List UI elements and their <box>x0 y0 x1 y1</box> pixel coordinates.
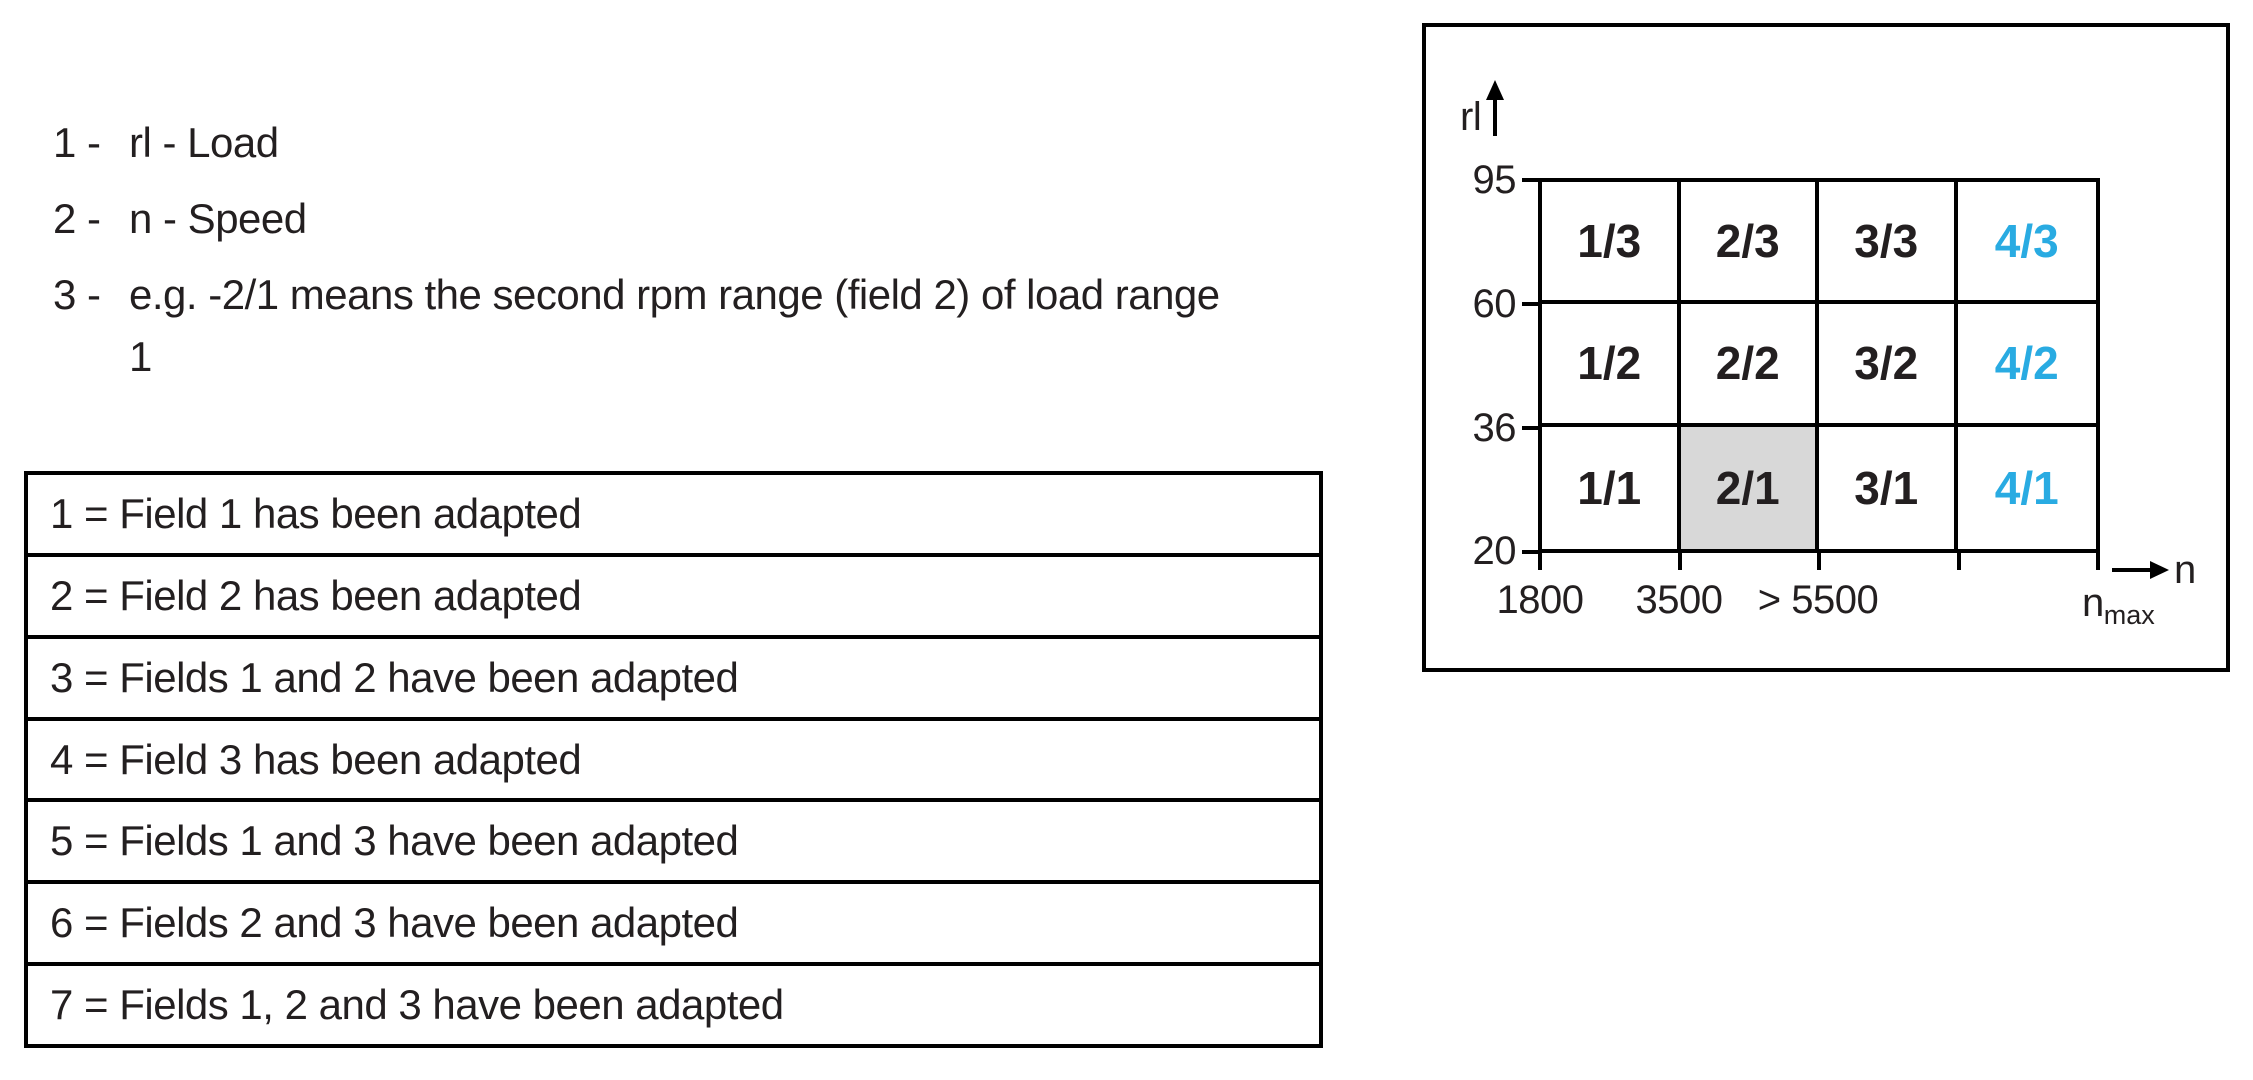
x-axis-max-label-n: n <box>2082 581 2104 625</box>
y-tick-mark <box>1522 550 1538 554</box>
table-row-text: 5 = Fields 1 and 3 have been adapted <box>50 817 739 865</box>
field-cell-1-3: 1/3 <box>1542 182 1681 305</box>
legend-item-number: 2 - <box>53 195 101 242</box>
x-axis-max-label: nmax <box>2082 581 2155 630</box>
legend-item-2: 2 - n - Speed <box>53 188 1343 250</box>
field-cell-3-3: 3/3 <box>1819 182 1958 305</box>
x-axis-max-label-sub: max <box>2103 600 2155 630</box>
y-tick-mark <box>1522 178 1538 182</box>
legend-item-1: 1 - rl - Load <box>53 112 1343 174</box>
x-tick-label: 1800 <box>1496 578 1584 622</box>
y-tick-label: 20 <box>1472 529 1517 573</box>
legend-item-text: n - Speed <box>129 195 307 242</box>
legend-item-3: 3 - e.g. -2/1 means the second rpm range… <box>53 264 1343 388</box>
right-arrow-icon <box>2150 561 2169 579</box>
field-cell-1-2: 1/2 <box>1542 304 1681 427</box>
table-row: 5 = Fields 1 and 3 have been adapted <box>28 802 1319 885</box>
table-row: 7 = Fields 1, 2 and 3 have been adapted <box>28 966 1319 1044</box>
x-tick-mark <box>1817 553 1821 570</box>
up-arrow-shaft <box>1493 98 1497 136</box>
table-row-text: 1 = Field 1 has been adapted <box>50 489 582 537</box>
y-tick-label: 36 <box>1472 406 1517 450</box>
x-tick-label: > 5500 <box>1757 578 1879 622</box>
legend-list: 1 - rl - Load 2 - n - Speed 3 - e.g. -2/… <box>53 112 1343 402</box>
table-row-text: 3 = Fields 1 and 2 have been adapted <box>50 653 739 701</box>
x-tick-mark <box>1678 553 1682 570</box>
legend-item-3-line-2: 1 <box>129 333 152 380</box>
adaptation-codes-table: 1 = Field 1 has been adapted 2 = Field 2… <box>24 471 1323 1048</box>
x-axis-label: n <box>2174 548 2196 592</box>
table-row: 2 = Field 2 has been adapted <box>28 557 1319 639</box>
right-arrow-shaft <box>2112 568 2150 572</box>
legend-item-text: rl - Load <box>129 119 279 166</box>
field-cell-2-2: 2/2 <box>1680 304 1819 427</box>
field-cell-2-1-highlighted: 2/1 <box>1680 426 1819 549</box>
y-tick-mark <box>1522 302 1538 306</box>
up-arrow-icon <box>1486 80 1504 100</box>
legend-item-text: e.g. -2/1 means the second rpm range (fi… <box>129 264 1220 388</box>
table-row: 4 = Field 3 has been adapted <box>28 721 1319 803</box>
x-tick-mark <box>1538 553 1542 570</box>
x-tick-label: 3500 <box>1635 578 1723 622</box>
field-cell-1-1: 1/1 <box>1542 426 1681 549</box>
table-row: 6 = Fields 2 and 3 have been adapted <box>28 884 1319 967</box>
x-tick-mark <box>2096 553 2100 570</box>
field-cell-2-3: 2/3 <box>1680 182 1819 305</box>
table-row: 1 = Field 1 has been adapted <box>28 475 1319 557</box>
field-cell-4-3: 4/3 <box>1957 182 2096 305</box>
table-row-text: 7 = Fields 1, 2 and 3 have been adapted <box>50 981 784 1029</box>
y-tick-mark <box>1522 426 1538 430</box>
y-tick-label: 60 <box>1472 282 1517 326</box>
field-grid: 1/3 2/3 3/3 4/3 1/2 2/2 3/2 4/2 1/1 2/1 … <box>1538 178 2100 553</box>
table-row: 3 = Fields 1 and 2 have been adapted <box>28 639 1319 721</box>
x-tick-mark <box>1957 553 1961 570</box>
field-range-diagram: rl 1/3 2/3 3/3 4/3 1/2 2/2 3/2 4/2 1/1 2… <box>1422 23 2230 672</box>
y-tick-label: 95 <box>1472 158 1517 202</box>
legend-item-number: 3 - <box>53 271 101 318</box>
field-cell-4-1: 4/1 <box>1994 461 2059 514</box>
field-cell-3-2: 3/2 <box>1819 304 1958 427</box>
legend-item-number: 1 - <box>53 119 101 166</box>
field-cell-4-2: 4/2 <box>1957 304 2096 427</box>
y-axis-label: rl <box>1460 95 1482 139</box>
field-cell-3-1: 3/1 <box>1819 426 1958 549</box>
legend-item-3-line-1: e.g. -2/1 means the second rpm range (fi… <box>129 271 1220 318</box>
table-row-text: 4 = Field 3 has been adapted <box>50 735 582 783</box>
table-row-text: 6 = Fields 2 and 3 have been adapted <box>50 899 739 947</box>
table-row-text: 2 = Field 2 has been adapted <box>50 571 582 619</box>
